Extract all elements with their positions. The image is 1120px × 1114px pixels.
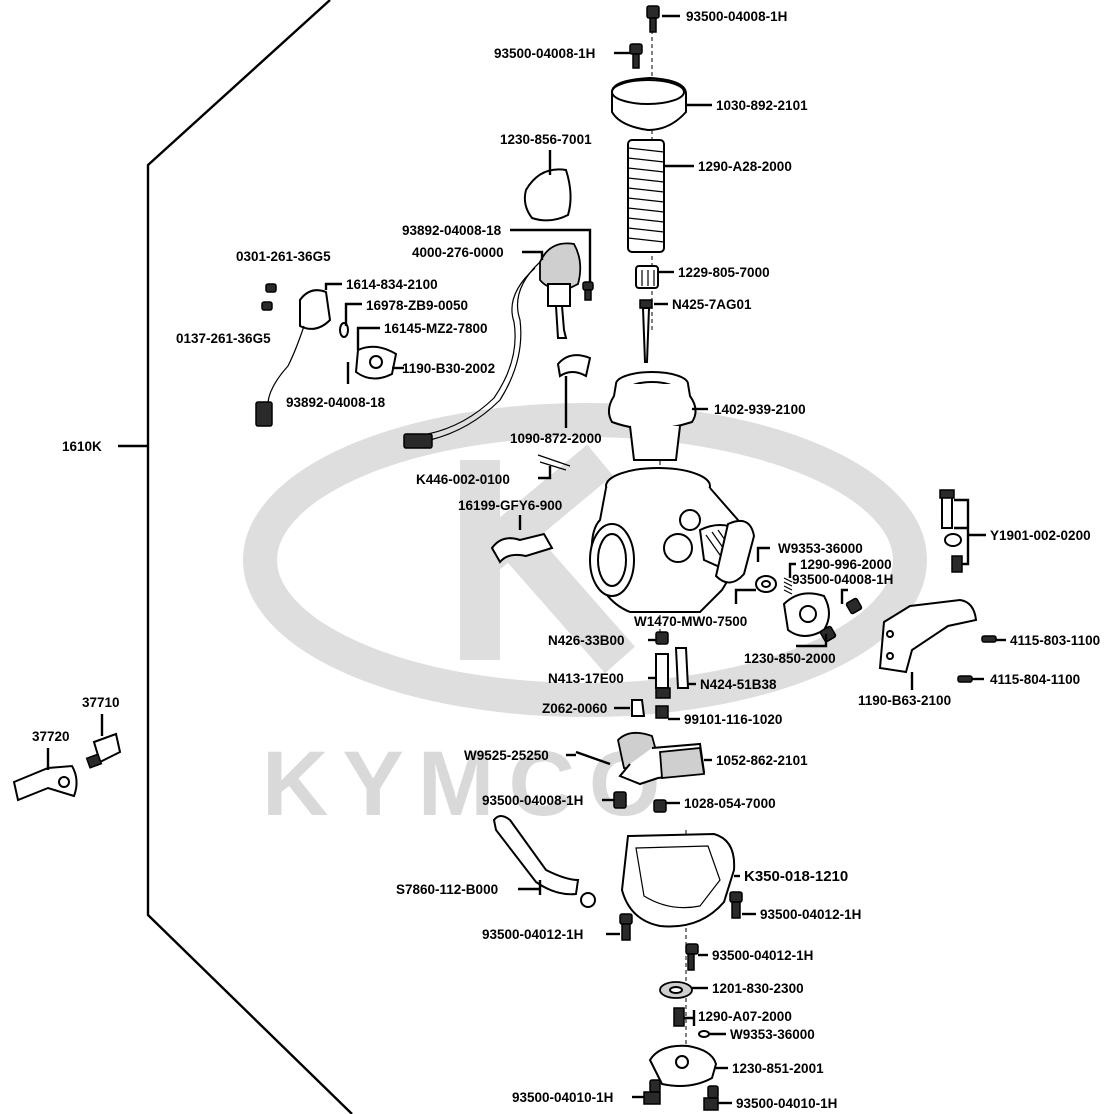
- part-label: 4000-276-0000: [412, 245, 504, 260]
- spring-icon: [627, 139, 665, 253]
- part-label: 4115-803-1100: [1010, 633, 1100, 648]
- part-label: K446-002-0100: [416, 472, 510, 487]
- vacuum-piston: [608, 371, 697, 461]
- screw-icon: [643, 1079, 719, 1111]
- o-ring-icon: [698, 1030, 710, 1038]
- part-label: 93892-04008-18: [286, 395, 386, 410]
- part-label: 1402-939-2100: [714, 402, 806, 417]
- float-icon: [617, 731, 706, 786]
- temperature-sensor: [85, 732, 122, 769]
- gasket-icon: [354, 345, 398, 380]
- part-label: 37710: [82, 695, 120, 710]
- carburetor-top-cap: [611, 76, 687, 132]
- screw-icon: [819, 597, 863, 643]
- screw-icon: [629, 43, 643, 69]
- part-label: N426-33B00: [548, 633, 625, 648]
- cover-plate: [782, 592, 830, 637]
- spring-icon: [783, 577, 793, 595]
- mounting-plate: [556, 354, 592, 378]
- part-label: 1201-830-2300: [712, 981, 804, 996]
- screw-icon: [646, 5, 660, 33]
- part-label: 16978-ZB9-0050: [366, 298, 468, 313]
- part-label: K350-018-1210: [744, 868, 848, 885]
- part-label: 1028-054-7000: [684, 796, 776, 811]
- part-label: 1230-851-2001: [732, 1061, 824, 1076]
- leader-lines: [46, 14, 1006, 1105]
- part-label: 93500-04008-1H: [792, 572, 893, 587]
- part-label: W9525-25250: [464, 748, 549, 763]
- part-label: 1230-850-2000: [744, 651, 836, 666]
- part-label: 1290-A07-2000: [698, 1009, 792, 1024]
- part-label: 93500-04012-1H: [712, 948, 813, 963]
- carburetor-body: [589, 467, 756, 613]
- part-label: 93500-04010-1H: [512, 1090, 613, 1105]
- assembly-label: 1610K: [62, 439, 102, 454]
- part-label: Z062-0060: [542, 701, 607, 716]
- rubber-cap: [523, 168, 572, 222]
- pin-icon: [575, 750, 611, 766]
- spring-icon: [673, 1007, 685, 1027]
- part-label: 99101-116-1020: [684, 712, 782, 727]
- part-label: 93500-04008-1H: [482, 793, 583, 808]
- part-label: 93892-04008-18: [402, 223, 502, 238]
- screw-icon: [582, 281, 594, 301]
- part-label: 37720: [32, 729, 70, 744]
- auto-choke: [403, 242, 582, 449]
- part-label: W9353-36000: [778, 541, 863, 556]
- valve-icon: [613, 791, 667, 813]
- part-label: 16145-MZ2-7800: [384, 321, 488, 336]
- part-label: 1052-862-2101: [716, 753, 808, 768]
- part-label: 1290-996-2000: [800, 557, 892, 572]
- kymco-watermark: KYMCO: [243, 403, 927, 835]
- part-label: 93500-04008-1H: [494, 46, 595, 61]
- part-label: 1190-B63-2100: [858, 693, 951, 708]
- part-label: W1470-MW0-7500: [634, 614, 747, 629]
- hose-icon: [490, 532, 554, 564]
- part-label: 0137-261-36G5: [176, 331, 271, 346]
- needle-holder: [635, 265, 659, 289]
- part-label: N424-51B38: [700, 677, 777, 692]
- part-label: Y1901-002-0200: [990, 528, 1091, 543]
- jet-needle: [639, 299, 653, 363]
- watermark-text: KYMCO: [262, 733, 674, 835]
- part-label: 93500-04012-1H: [482, 927, 583, 942]
- bottom-cover: [648, 1044, 718, 1087]
- part-label: 1229-805-7000: [678, 265, 770, 280]
- part-label: S7860-112-B000: [396, 882, 498, 897]
- sensor-bracket: [12, 764, 78, 802]
- float-chamber: [620, 832, 736, 928]
- part-label: 1290-A28-2000: [698, 159, 792, 174]
- part-label: 1030-892-2101: [716, 98, 808, 113]
- part-label: 1614-834-2100: [346, 277, 438, 292]
- washer-icon: [755, 575, 777, 593]
- part-label: 16199-GFY6-900: [458, 498, 562, 513]
- part-label: 93500-04008-1H: [686, 9, 787, 24]
- part-label: 93500-04012-1H: [760, 907, 861, 922]
- part-label: W9353-36000: [730, 1027, 815, 1042]
- part-label: N425-7AG01: [672, 297, 752, 312]
- o-ring-icon: [339, 322, 349, 338]
- part-label: 93500-04010-1H: [736, 1096, 837, 1111]
- diaphragm-icon: [659, 981, 693, 999]
- part-label: N413-17E00: [548, 671, 624, 686]
- part-label: 1090-872-2000: [510, 431, 602, 446]
- assembly-bracket: 1610K: [62, 0, 353, 1114]
- part-label: 4115-804-1100: [990, 672, 1080, 687]
- part-label: 1230-856-7001: [500, 132, 592, 147]
- throttle-sensor: [255, 283, 332, 427]
- clip-icon: [537, 454, 571, 471]
- part-label: 1190-B30-2002: [402, 361, 495, 376]
- main-jet: [631, 631, 690, 719]
- screw-icon: [619, 891, 743, 971]
- throttle-bracket: [878, 598, 978, 674]
- drain-tube: [492, 815, 596, 908]
- part-label: 0301-261-36G5: [236, 249, 331, 264]
- cable-adjuster: [939, 489, 963, 573]
- part-labels: 93500-04008-1H 93500-04008-1H 1030-892-2…: [32, 9, 1100, 1111]
